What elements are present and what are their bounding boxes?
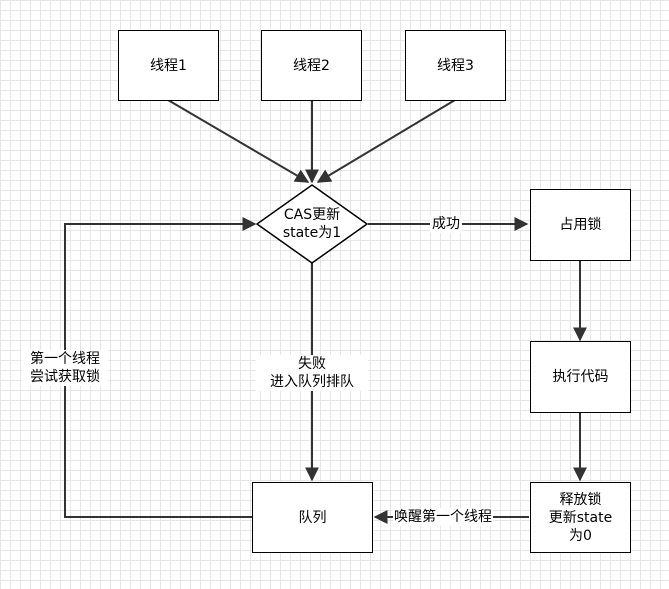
thread2-label: 线程2 [293,57,330,74]
fail-edge-label: 失败 进入队列排队 [256,355,368,391]
edge-thread3-to-cas [316,99,456,183]
cas-decision-label: CAS更新 state为1 [262,206,362,242]
thread3-node: 线程3 [405,30,506,101]
fail-label-line1: 失败 [298,356,326,372]
release-label-line1: 释放锁 [559,491,602,508]
thread3-label: 线程3 [437,57,474,74]
queue-label: 队列 [298,509,327,526]
occupy-lock-label: 占用锁 [559,217,602,233]
release-label-line2: 更新state [548,509,613,526]
cas-label-line2: state为1 [282,225,342,241]
retry-label-line2: 尝试获取锁 [30,369,100,385]
success-edge-label: 成功 [430,215,462,233]
retry-edge-label: 第一个线程 尝试获取锁 [22,350,108,386]
execute-code-label: 执行代码 [552,369,609,385]
thread1-node: 线程1 [118,30,219,101]
thread2-node: 线程2 [261,30,362,101]
thread1-label: 线程1 [150,57,187,74]
edge-thread1-to-cas [167,99,310,183]
occupy-lock-node: 占用锁 [530,189,631,261]
queue-node: 队列 [252,482,373,553]
wake-edge-label: 唤醒第一个线程 [393,508,493,526]
execute-code-node: 执行代码 [530,341,631,413]
retry-label-line1: 第一个线程 [30,351,100,367]
fail-label-line2: 进入队列排队 [270,374,354,390]
cas-label-line1: CAS更新 [283,207,341,223]
release-lock-node: 释放锁 更新state 为0 [530,482,631,553]
release-label-line3: 为0 [569,527,592,544]
cas-decision-diamond [255,184,369,264]
